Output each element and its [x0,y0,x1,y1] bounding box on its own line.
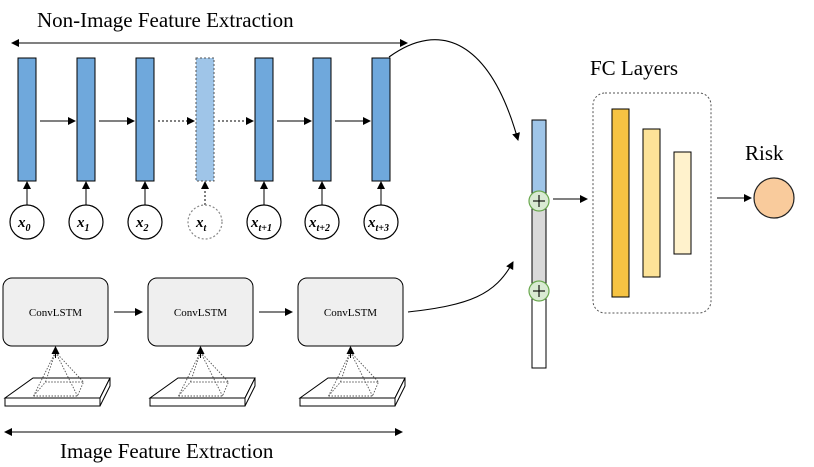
input-node [9,204,45,240]
input-node-label: x1 [76,215,90,234]
input-node [304,204,340,240]
lstm-cell-bar [254,57,274,182]
lstm-step: xt+3 [363,57,399,240]
convlstm-step: ConvLSTM [147,277,256,407]
image-title: Image Feature Extraction [60,439,274,463]
image-slab-icon [3,351,111,407]
concat-vector [528,119,550,369]
input-node [68,204,104,240]
lstm-step: xt+2 [304,57,340,240]
plus-icon [528,190,550,212]
lstm-step: xt+1 [246,57,282,240]
convlstm-label: ConvLSTM [29,307,82,319]
fc-layer-3 [673,151,692,255]
input-node-label: xt+3 [367,215,389,234]
input-node [187,204,223,240]
input-node-label: x2 [135,215,149,234]
input-node [127,204,163,240]
convlstm-to-concat-curve [407,261,514,313]
lstm-step: x1 [68,57,104,240]
lstm-cell-bar [76,57,96,182]
lstm-sequence: x0 x1 x2 xt xt+1 xt+2 xt+3 [9,57,399,240]
convlstm-label: ConvLSTM [174,307,227,319]
non-image-title: Non-Image Feature Extraction [37,8,294,32]
image-slab-icon [148,351,256,407]
fc-layers-title: FC Layers [590,56,678,80]
input-node-label: x0 [17,215,31,234]
fc-layer-2 [642,128,661,278]
concat-segment-empty [531,292,547,369]
image-slab-icon [298,351,406,407]
lstm-step: x0 [9,57,45,240]
lstm-cell-bar [195,57,215,182]
risk-output-node [753,177,795,219]
input-node-label: xt [195,215,208,234]
lstm-step: x2 [127,57,163,240]
input-node-label: xt+2 [308,215,330,234]
convlstm-label: ConvLSTM [324,307,377,319]
concat-segment-image [531,199,547,294]
convlstm-step: ConvLSTM [297,277,406,407]
lstm-to-concat-curve [388,39,520,141]
lstm-cell-bar [312,57,332,182]
lstm-cell-bar [17,57,37,182]
lstm-cell-bar [371,57,391,182]
input-node-label: xt+1 [250,215,272,234]
input-node [246,204,282,240]
input-node [363,204,399,240]
concat-segment-non-image [531,119,547,201]
convlstm-sequence: ConvLSTM ConvLSTM ConvLSTM [2,277,406,407]
lstm-step: xt [187,57,223,240]
convlstm-step: ConvLSTM [2,277,111,407]
risk-label: Risk [745,141,784,165]
plus-icon [528,280,550,302]
fc-layer-1 [611,108,630,298]
lstm-cell-bar [135,57,155,182]
